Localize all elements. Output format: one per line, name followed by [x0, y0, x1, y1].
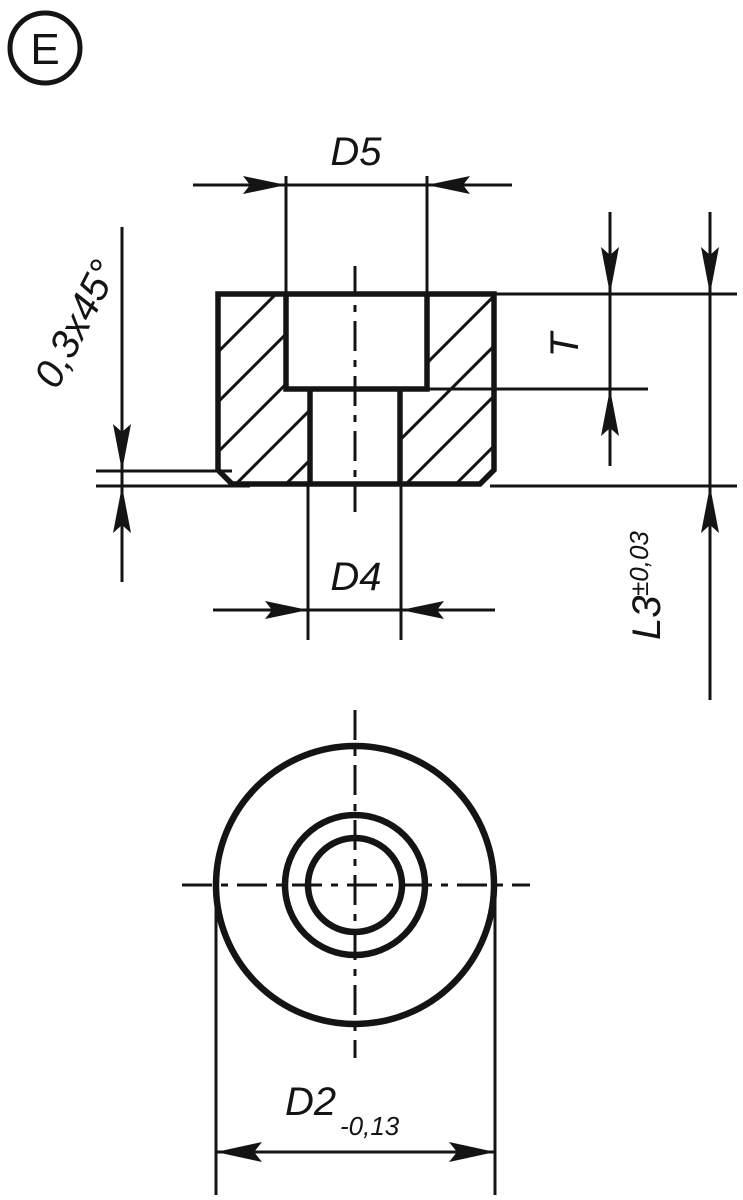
l3-arrow-bottom: [701, 486, 719, 533]
l3-tolerance: ±0,03: [624, 531, 654, 596]
chamfer-arrow-top: [113, 424, 131, 471]
section-hatch-right: [400, 294, 494, 484]
dimension-d5: D5: [193, 130, 512, 300]
t-label: T: [543, 330, 587, 357]
view-badge-circle: [7, 10, 83, 86]
section-view: D5 0,3x45° T: [26, 130, 737, 700]
d5-arrow-left: [243, 176, 286, 194]
dimension-l3: L3 ±0,03: [490, 212, 737, 700]
d4-arrow-right: [401, 601, 444, 619]
dimension-d4: D4: [213, 482, 495, 640]
plan-view: D2 -0,13: [182, 710, 530, 1195]
l3-arrow-top: [701, 247, 719, 294]
dimension-t: T: [424, 212, 737, 466]
dimension-d2: D2 -0,13: [214, 885, 497, 1195]
chamfer-arrow-bottom: [113, 486, 131, 533]
d2-arrow-right: [449, 1142, 495, 1162]
t-arrow-bottom: [601, 389, 619, 436]
d2-label: D2: [285, 1080, 336, 1124]
t-arrow-top: [601, 247, 619, 294]
view-badge: E: [7, 10, 83, 86]
view-badge-label: E: [30, 25, 59, 74]
chamfer-label: 0,3x45°: [26, 253, 127, 394]
d4-arrow-left: [265, 601, 308, 619]
l3-label: L3: [625, 596, 669, 641]
d4-label: D4: [330, 555, 381, 599]
d5-arrow-right: [427, 176, 470, 194]
d2-arrow-left: [216, 1142, 262, 1162]
d5-label: D5: [330, 130, 382, 174]
d2-tolerance: -0,13: [340, 1111, 400, 1141]
